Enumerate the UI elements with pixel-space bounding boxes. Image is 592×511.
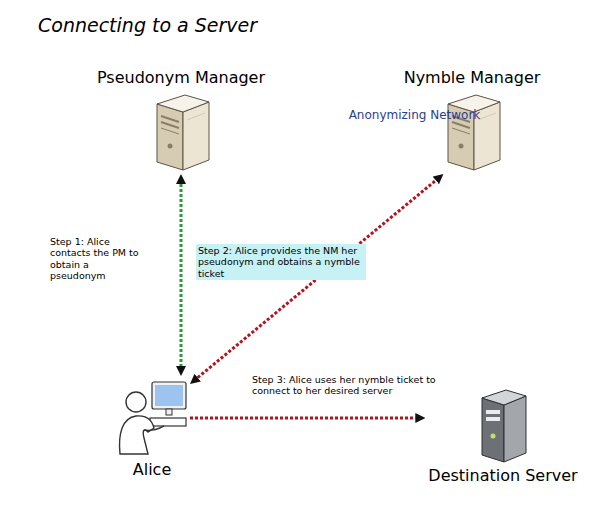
node-label: Destination Server — [425, 466, 580, 486]
edge-label-box: Step 2: Alice provides the NM her pseudo… — [196, 244, 366, 281]
frame-handle — [36, 270, 42, 276]
selection-frame — [39, 46, 588, 501]
frame-handle — [584, 497, 591, 504]
frame-handle — [585, 270, 591, 276]
frame-tick — [298, 38, 299, 45]
frame-handle — [296, 498, 302, 504]
icon-use — [448, 95, 500, 170]
node-label: Nymble Manager — [401, 68, 544, 88]
icon-use — [482, 390, 526, 462]
server-node: Pseudonym Manager — [94, 68, 268, 174]
edge-label-box: Step 3: Alice uses her nymble ticket to … — [252, 374, 457, 398]
step-label: Step 3: Alice uses her nymble ticket to … — [252, 374, 457, 397]
frame-handle — [296, 43, 302, 49]
server-icon — [472, 384, 534, 464]
frame-handle — [35, 497, 42, 504]
cloud-shape — [164, 93, 578, 474]
user-node: Alice — [114, 376, 190, 480]
server-icon — [141, 90, 221, 172]
edge-label-box: Step 1: Alice contacts the PM to obtain … — [50, 236, 142, 283]
server-node: Destination Server — [425, 382, 580, 486]
frame-handle — [35, 42, 42, 49]
icon-use — [120, 382, 186, 454]
step-label: Step 1: Alice contacts the PM to obtain … — [50, 236, 142, 282]
step-label: Step 2: Alice provides the NM her pseudo… — [196, 244, 366, 280]
icon-use — [157, 95, 209, 170]
diagram-title: Connecting to a Server — [38, 14, 257, 36]
server-icon — [432, 90, 512, 172]
user-icon — [114, 378, 190, 458]
node-label: Alice — [114, 460, 190, 480]
region-label: Anonymizing Network — [346, 108, 484, 123]
title-box: Connecting to a Server — [38, 14, 257, 36]
frame-handle — [584, 42, 591, 49]
connector — [190, 417, 415, 420]
node-label: Pseudonym Manager — [94, 68, 268, 88]
connector — [179, 184, 182, 366]
